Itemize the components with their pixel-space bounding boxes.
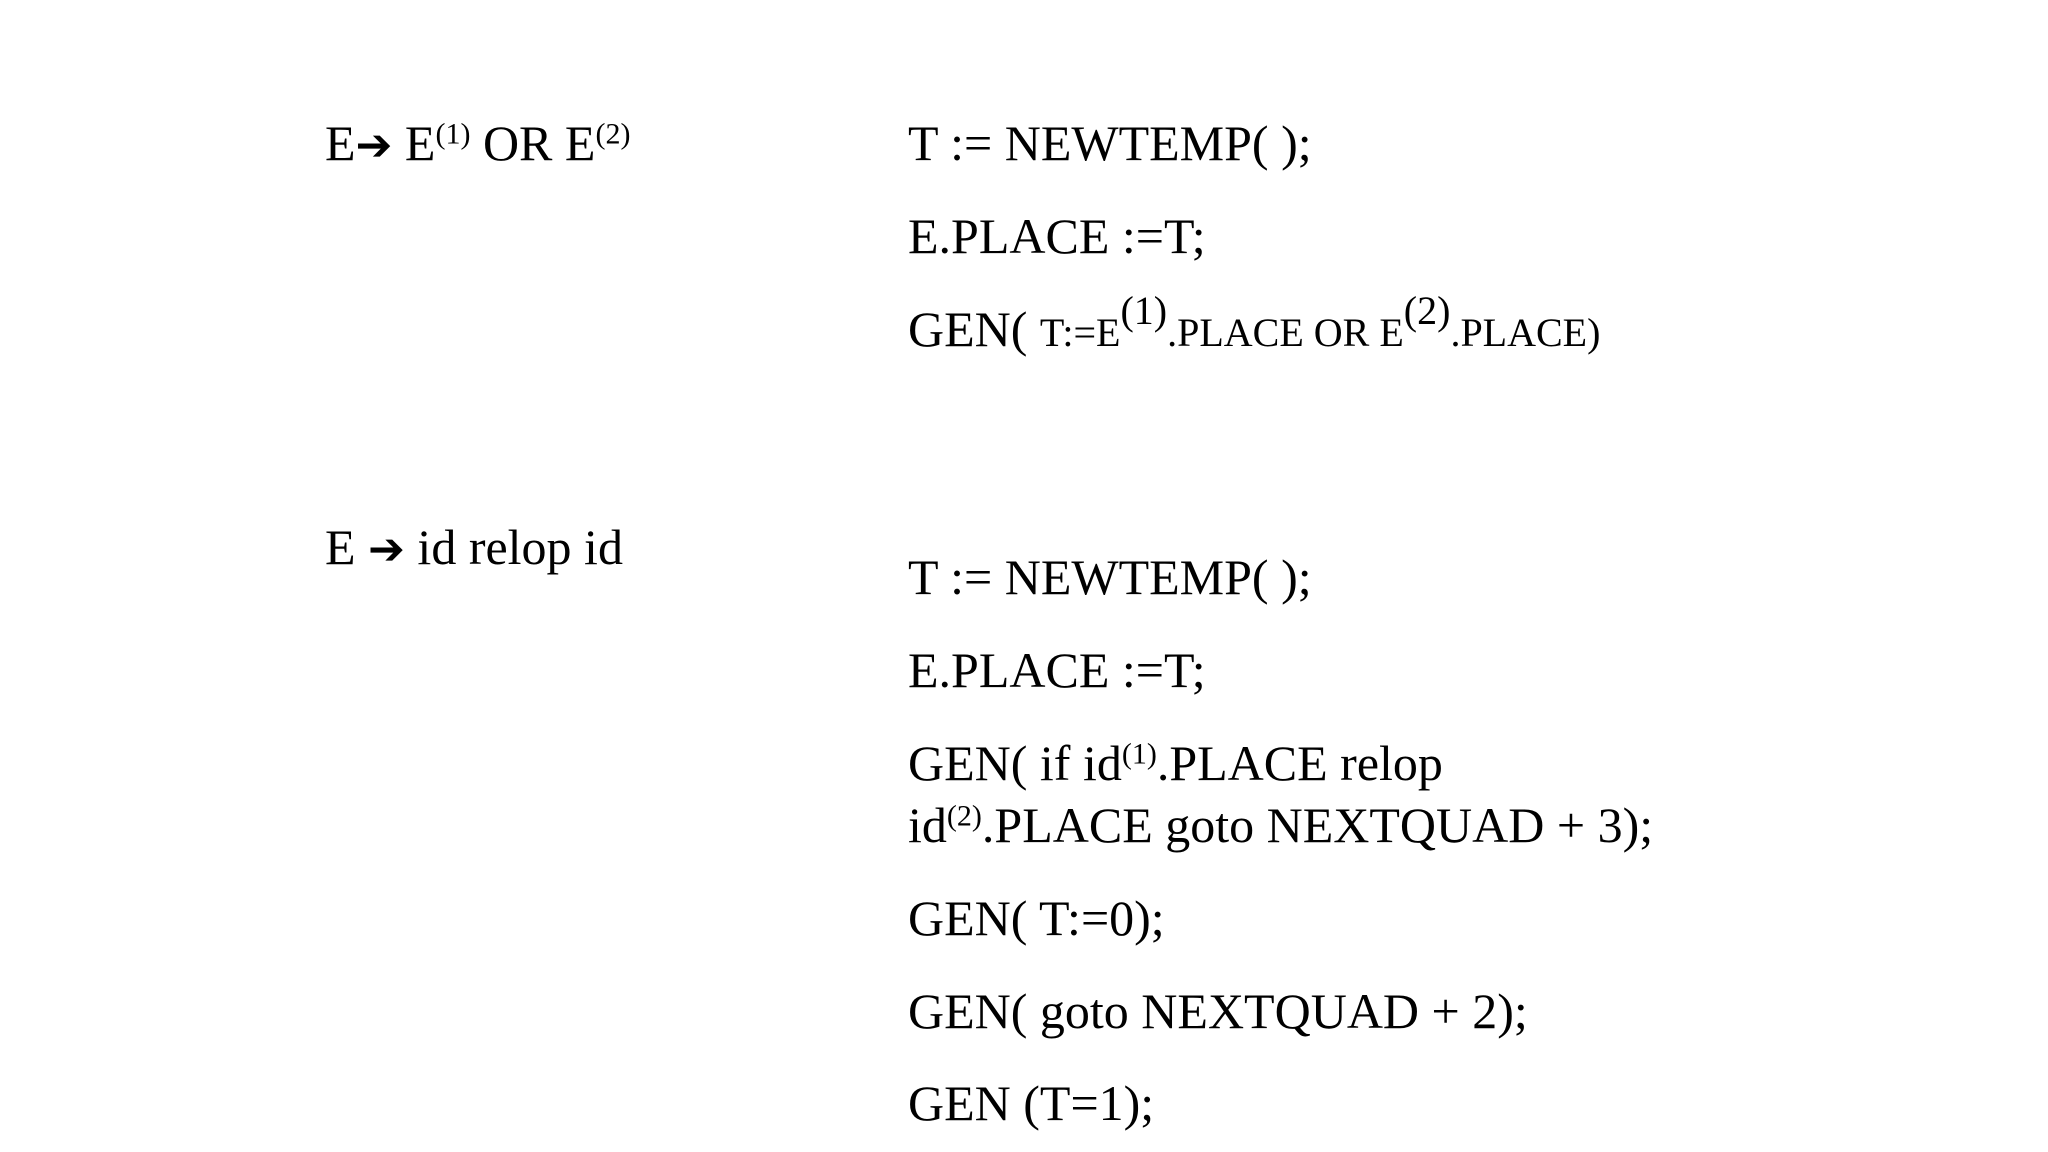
rule1-gen-part2: .PLACE OR E: [1167, 310, 1404, 355]
rule1-rhs-sup1: (1): [435, 117, 471, 151]
rule1-rhs-part2: OR E: [470, 115, 596, 171]
rule2-gen-if-line2: id(2).PLACE goto NEXTQUAD + 3);: [908, 795, 1653, 855]
rule2-lhs: E: [325, 519, 369, 575]
rule1-gen-part3: .PLACE): [1450, 310, 1601, 355]
rule1-lhs: E: [325, 115, 356, 171]
rule1-action-newtemp: T := NEWTEMP( );: [908, 115, 1312, 171]
rule2-gen-if-line2-sup: (2): [946, 799, 982, 833]
rule2-action-newtemp: T := NEWTEMP( );: [908, 549, 1312, 605]
rule1-action-gen: GEN( T:=E(1).PLACE OR E(2).PLACE): [908, 291, 1601, 363]
rule2-action-place: E.PLACE :=T;: [908, 642, 1206, 698]
rule1-gen-part1: T:=E: [1039, 310, 1121, 355]
rule1-production: E➔ E(1) OR E(2): [325, 113, 630, 176]
rule2-gen-if-line2-part2: .PLACE goto NEXTQUAD + 3);: [981, 797, 1654, 853]
rule2-action-gen-t0: GEN( T:=0);: [908, 890, 1165, 946]
rule1-rhs-sup2: (2): [595, 117, 631, 151]
rule1-gen-prefix: GEN(: [908, 301, 1040, 357]
rule2-gen-if-part1: GEN( if id: [908, 735, 1122, 791]
rule2-rhs: id relop id: [404, 519, 623, 575]
rule1-rhs-part1: E: [404, 115, 436, 171]
rule2-production: E ➔ id relop id: [325, 517, 623, 580]
rule2-gen-if-part2: .PLACE relop: [1156, 735, 1443, 791]
right-arrow-icon: ➔: [368, 524, 405, 575]
rule1-action-place: E.PLACE :=T;: [908, 208, 1206, 264]
rule2-action-gen-goto: GEN( goto NEXTQUAD + 2);: [908, 983, 1528, 1039]
rule1-gen-sup2: (2): [1403, 288, 1451, 333]
rule2-gen-if-sup1: (1): [1121, 737, 1157, 771]
rule2-gen-if-line2-part1: id: [908, 797, 947, 853]
rule2-gen-if-line1: GEN( if id(1).PLACE relop: [908, 733, 1443, 793]
right-arrow-icon: ➔: [355, 120, 393, 171]
rule1-gen-sup1: (1): [1120, 288, 1168, 333]
rule2-action-gen-t1: GEN (T=1);: [908, 1075, 1155, 1131]
